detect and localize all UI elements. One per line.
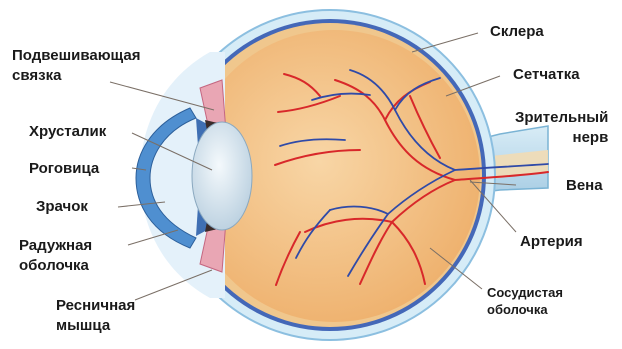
lens — [192, 122, 252, 230]
label-artery: Артерия — [520, 232, 583, 252]
label-vein: Вена — [566, 176, 603, 196]
label-cornea: Роговица — [29, 159, 99, 179]
label-choroid: Сосудистая оболочка — [487, 284, 563, 318]
label-sclera: Склера — [490, 22, 544, 42]
label-ciliary-muscle: Ресничная мышца — [56, 296, 135, 336]
label-lens: Хрусталик — [29, 122, 106, 142]
label-suspensory-ligament: Подвешивающая связка — [12, 46, 140, 86]
label-pupil: Зрачок — [36, 197, 88, 217]
label-optic-nerve: Зрительный нерв — [515, 108, 608, 148]
label-retina: Сетчатка — [513, 65, 580, 85]
label-iris: Радужная оболочка — [19, 236, 92, 276]
